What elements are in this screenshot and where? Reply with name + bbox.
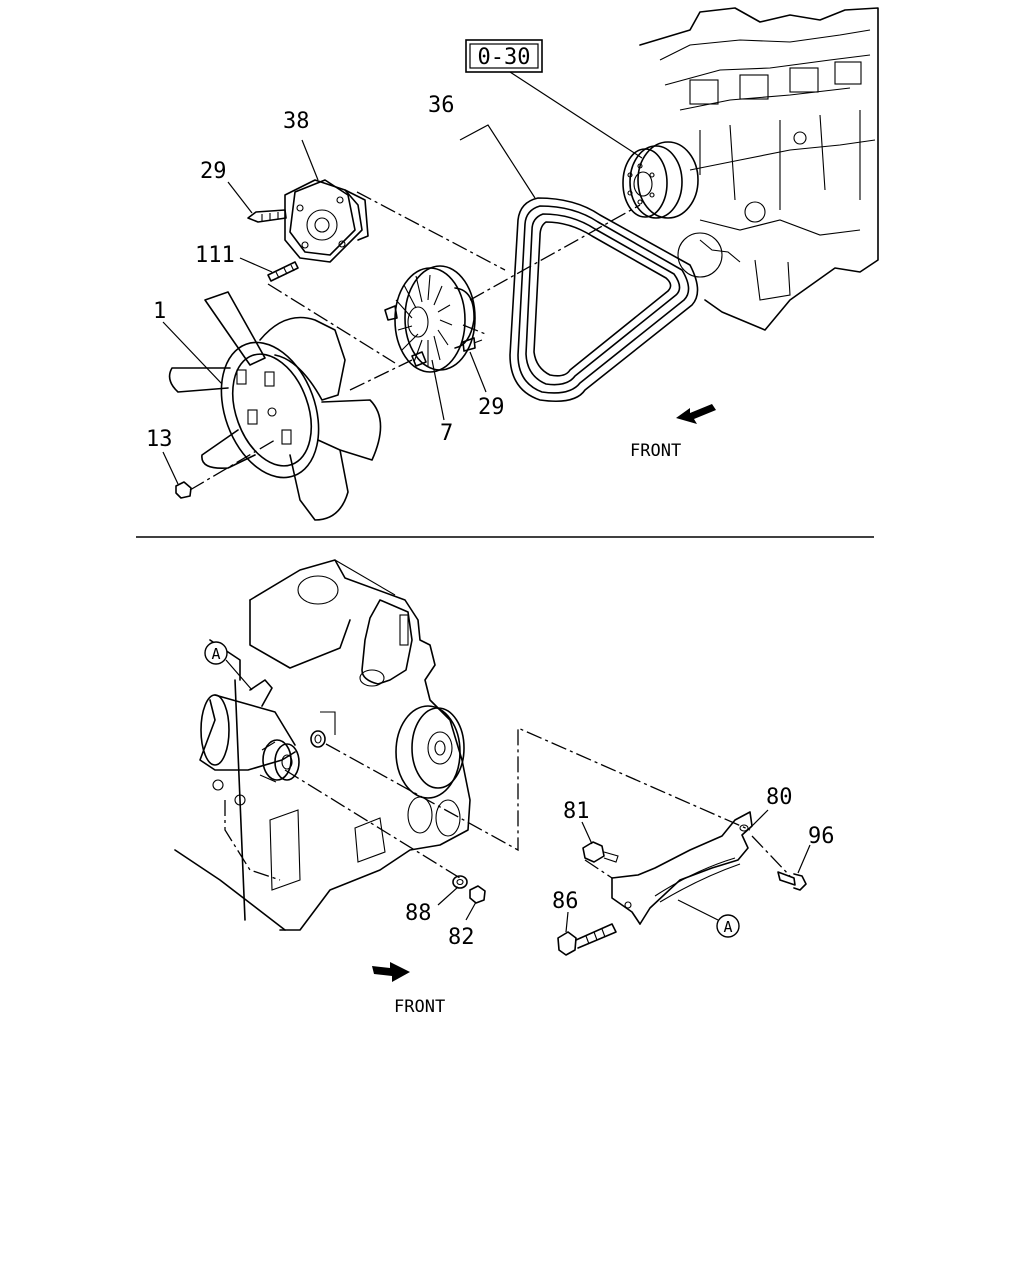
nut-82 — [469, 885, 486, 904]
callout-80: 80 — [766, 785, 793, 810]
reference-box: 0-30 — [465, 39, 543, 73]
leader-7 — [431, 359, 445, 421]
washer-88 — [452, 875, 468, 889]
front-arrow-bottom — [372, 962, 410, 982]
bolt-86 — [557, 923, 617, 956]
centerline-bottom-c — [751, 835, 791, 877]
front-arrow-top — [676, 404, 716, 424]
engine-block-top — [639, 7, 879, 331]
leader-88 — [437, 886, 459, 906]
reference-mark-a-bracket-label: A — [723, 918, 732, 936]
callout-86: 86 — [552, 889, 579, 914]
leader-86 — [565, 911, 569, 933]
callout-1: 1 — [153, 299, 166, 324]
bolt-29-lower — [462, 337, 483, 352]
callout-7: 7 — [440, 421, 453, 446]
bolt-96 — [777, 871, 807, 891]
leader-1 — [162, 321, 223, 385]
bolt-29-upper — [247, 209, 287, 223]
callout-96: 96 — [808, 824, 835, 849]
callout-38: 38 — [283, 109, 310, 134]
fan-clutch — [384, 265, 476, 373]
drive-belt — [509, 197, 699, 403]
bolt-81 — [582, 841, 619, 863]
reference-box-label: 0-30 — [478, 45, 531, 70]
centerline-top-d — [349, 359, 413, 391]
leader-96 — [797, 844, 811, 874]
stud-111 — [267, 261, 299, 282]
callout-88: 88 — [405, 901, 432, 926]
callout-81: 81 — [563, 799, 590, 824]
leader-38 — [301, 139, 319, 181]
centerline-bottom-b — [284, 769, 461, 879]
callout-29-upper: 29 — [200, 159, 227, 184]
fan-blade — [168, 291, 382, 521]
centerline-top-f — [462, 324, 489, 336]
leader-80 — [747, 809, 769, 831]
crank-pulley — [622, 141, 699, 219]
fan-pulley-assembly — [284, 179, 369, 263]
adjusting-plate — [611, 811, 753, 925]
callout-36: 36 — [428, 93, 455, 118]
leader-111 — [239, 257, 273, 273]
leader-36 — [459, 124, 536, 199]
leader-82 — [465, 901, 477, 921]
reference-mark-a-bracket: A — [716, 914, 740, 938]
centerline-top-a — [356, 191, 506, 271]
callout-29-lower: 29 — [478, 395, 505, 420]
centerline-top-c — [189, 439, 276, 491]
centerline-top-b — [267, 283, 396, 364]
alternator — [199, 679, 300, 783]
callout-111: 111 — [195, 243, 235, 268]
front-label-top: FRONT — [630, 441, 681, 461]
leader-0-30 — [509, 71, 643, 159]
leader-13 — [162, 451, 179, 485]
leader-A-engine — [225, 659, 253, 691]
centerline-bottom-d — [584, 859, 613, 879]
washer-88-bottom — [310, 730, 326, 748]
front-label-bottom: FRONT — [394, 997, 445, 1017]
engine-block-bottom — [174, 559, 471, 931]
reference-mark-a-engine: A — [204, 641, 228, 665]
callout-13: 13 — [146, 427, 173, 452]
leader-29-upper — [227, 181, 253, 214]
nut-13 — [175, 481, 192, 499]
front-arrow-icon — [676, 404, 716, 424]
front-arrow-bottom-icon — [372, 962, 410, 982]
leader-81 — [581, 821, 593, 845]
centerline-top-e — [469, 204, 641, 301]
leader-29-lower — [469, 351, 487, 393]
callout-82: 82 — [448, 925, 475, 950]
centerline-bottom-a — [325, 727, 751, 852]
leader-A-bracket — [677, 899, 719, 921]
reference-mark-a-engine-label: A — [211, 645, 220, 663]
